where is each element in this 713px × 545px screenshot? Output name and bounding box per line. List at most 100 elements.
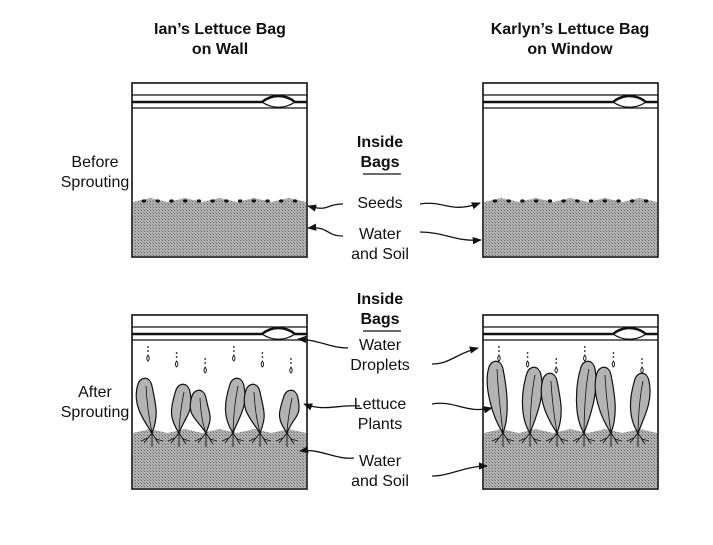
arrow-seeds-right xyxy=(419,202,481,210)
droplet xyxy=(146,354,150,362)
droplet xyxy=(289,366,293,374)
leaf-vein xyxy=(286,397,293,434)
soil xyxy=(133,429,306,488)
seed xyxy=(588,199,594,203)
arrow-seeds-left xyxy=(307,203,344,212)
droplet xyxy=(554,366,558,374)
water-droplets-label: Water Droplets xyxy=(340,336,420,376)
arrow-droplets-right xyxy=(431,346,479,365)
lettuce-leaf xyxy=(486,360,508,435)
droplet-dot xyxy=(612,352,615,354)
droplet xyxy=(232,354,236,362)
seed xyxy=(224,199,229,203)
roots xyxy=(491,432,515,447)
droplet xyxy=(611,360,616,368)
roots xyxy=(599,432,623,447)
lettuce-leaf xyxy=(629,372,651,435)
soil xyxy=(484,429,657,488)
seed xyxy=(630,199,635,203)
seed xyxy=(643,199,649,203)
droplet-dot xyxy=(204,362,207,364)
soil xyxy=(484,198,657,256)
roots xyxy=(140,432,164,447)
after-label-line2: Sprouting xyxy=(60,404,130,421)
seed xyxy=(251,199,257,203)
roots xyxy=(221,432,245,447)
seed xyxy=(520,199,525,203)
right-seeds xyxy=(492,199,649,203)
zipper-tab xyxy=(612,333,647,340)
inside-line2: Bags xyxy=(360,154,400,171)
lettuce-leaf xyxy=(594,366,616,435)
droplet-dot xyxy=(232,350,235,352)
droplet-dot xyxy=(498,346,500,348)
right-bag-before xyxy=(482,82,659,258)
right-bag-title-line2: on Window xyxy=(527,41,613,58)
water-soil-label-before: Water and Soil xyxy=(340,225,420,265)
lettuce-plants-label: Lettuce Plants xyxy=(340,395,420,435)
lettuce-leaf xyxy=(540,372,562,435)
inside-line1: Inside xyxy=(356,291,404,308)
right-bag-title-line1: Karlyn’s Lettuce Bag xyxy=(490,21,650,38)
roots xyxy=(545,432,569,447)
seed xyxy=(182,199,188,203)
before-label-line1: Before xyxy=(71,154,119,171)
lettuce-line2: Plants xyxy=(357,416,403,433)
droplet-dot xyxy=(583,346,586,348)
leaf-vein xyxy=(529,374,536,434)
inside-line2: Bags xyxy=(360,311,400,328)
lettuce-leaf xyxy=(243,383,265,435)
seed xyxy=(169,199,174,203)
droplet-dot xyxy=(261,356,264,358)
zipper-tab xyxy=(261,101,296,108)
before-sprouting-label: Before Sprouting xyxy=(45,153,145,193)
inside-line1: Inside xyxy=(356,134,404,151)
droplet xyxy=(497,354,501,362)
left-bag-title-line1: Ian’s Lettuce Bag xyxy=(154,21,286,38)
seed xyxy=(575,199,580,203)
droplets-line2: Droplets xyxy=(350,357,410,374)
roots xyxy=(626,432,650,447)
leaf-vein xyxy=(637,380,644,434)
seed xyxy=(155,199,160,203)
water-soil-label-after: Water and Soil xyxy=(340,452,420,492)
left-lettuce-plants xyxy=(135,377,300,447)
leaf-vein xyxy=(496,368,504,434)
leaf-vein xyxy=(604,374,612,434)
droplet-dot xyxy=(147,346,149,348)
leaf-vein xyxy=(583,368,590,434)
lettuce-leaf xyxy=(575,360,597,435)
droplet-dot xyxy=(555,362,558,364)
seeds-label: Seeds xyxy=(357,195,403,212)
droplet xyxy=(525,360,530,368)
droplets-line1: Water xyxy=(358,337,402,354)
before-label-line2: Sprouting xyxy=(60,174,130,191)
droplet-dot xyxy=(204,358,207,360)
lettuce-leaf xyxy=(135,377,157,435)
droplet-dot xyxy=(498,350,500,352)
roots xyxy=(275,432,299,447)
leaf-vein xyxy=(253,391,261,434)
left-bag-after xyxy=(131,314,308,490)
arrow-water-left-before xyxy=(307,223,344,237)
arrow-lettuce-right xyxy=(431,402,493,414)
roots xyxy=(167,432,191,447)
roots xyxy=(572,432,596,447)
water-line1: Water xyxy=(358,226,402,243)
droplet-dot xyxy=(175,356,178,358)
seed xyxy=(616,199,621,203)
droplet xyxy=(203,366,207,374)
leaf-vein xyxy=(232,385,239,434)
droplet-dot xyxy=(147,350,149,352)
droplet-dot xyxy=(175,352,178,354)
droplet-dot xyxy=(290,358,292,360)
inside-bags-heading-after: Inside Bags xyxy=(340,290,420,330)
left-bag-title-line2: on Wall xyxy=(191,41,249,58)
roots xyxy=(248,432,272,447)
right-bag-title: Karlyn’s Lettuce Bag on Window xyxy=(470,20,670,60)
left-seeds xyxy=(141,199,298,203)
arrow-water-right-after xyxy=(431,462,488,477)
leaf-vein xyxy=(199,397,207,434)
droplet-dot xyxy=(612,356,615,358)
